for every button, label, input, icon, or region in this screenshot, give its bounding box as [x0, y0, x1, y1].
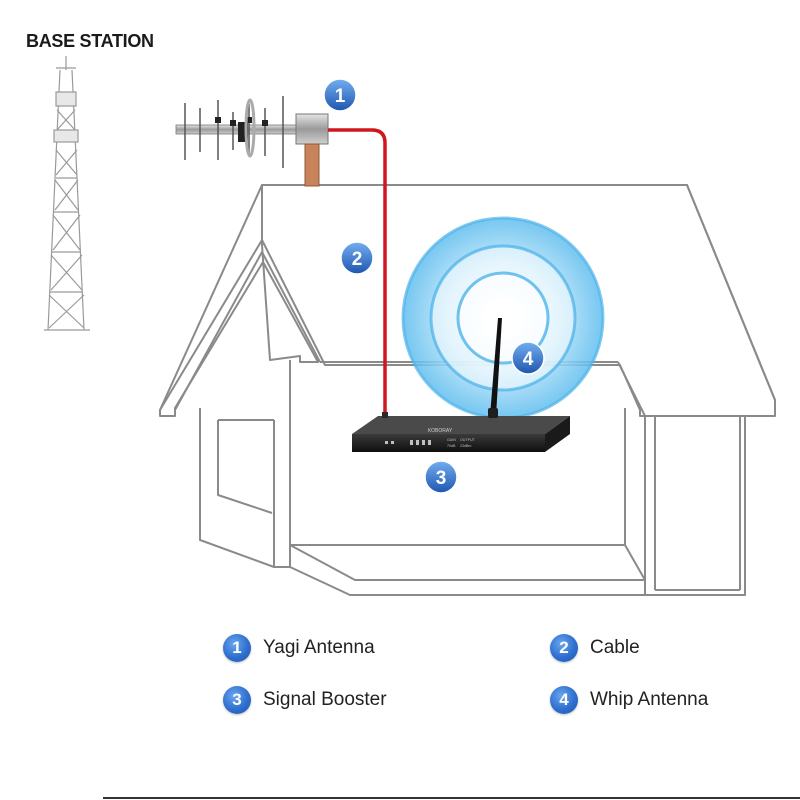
badge-yagi-number: 1 — [335, 86, 346, 107]
booster-output-value: 23dBm — [460, 444, 471, 448]
legend-label: Cable — [590, 637, 640, 658]
coaxial-cable — [328, 128, 387, 420]
legend-label: Whip Antenna — [590, 689, 709, 710]
base-station-tower — [44, 56, 90, 331]
booster-gain-value: 70dB — [447, 444, 456, 448]
legend-item-signal-booster: 3 Signal Booster — [223, 686, 387, 714]
booster-brand: KOBORAY — [428, 428, 453, 434]
booster-gain-label: GAIN — [447, 438, 456, 442]
whip-antenna — [488, 318, 502, 418]
legend-badge: 3 — [223, 686, 251, 714]
badge-cable: 2 — [340, 241, 374, 275]
legend-item-yagi-antenna: 1 Yagi Antenna — [223, 634, 375, 662]
badge-cable-number: 2 — [352, 249, 363, 270]
legend-item-whip-antenna: 4 Whip Antenna — [550, 686, 708, 714]
legend-badge: 1 — [223, 634, 251, 662]
badge-whip: 4 — [511, 341, 545, 375]
signal-waves — [401, 216, 605, 420]
base-station-title: BASE STATION — [26, 31, 154, 51]
legend-badge: 4 — [550, 686, 578, 714]
booster-status-leds — [385, 440, 431, 445]
yagi-antenna — [175, 96, 329, 187]
legend-label: Yagi Antenna — [263, 637, 375, 658]
bottom-divider — [103, 797, 800, 799]
legend-item-cable: 2 Cable — [550, 634, 640, 662]
booster-output-label: OUTPUT — [460, 438, 476, 442]
legend-badge: 2 — [550, 634, 578, 662]
badge-whip-number: 4 — [523, 349, 534, 370]
badge-booster-number: 3 — [436, 468, 447, 489]
badge-yagi: 1 — [323, 78, 357, 112]
signal-booster: KOBORAY GAIN 70dB OUTPUT 23dBm — [352, 412, 570, 452]
legend-label: Signal Booster — [263, 689, 387, 710]
badge-booster: 3 — [424, 460, 458, 494]
